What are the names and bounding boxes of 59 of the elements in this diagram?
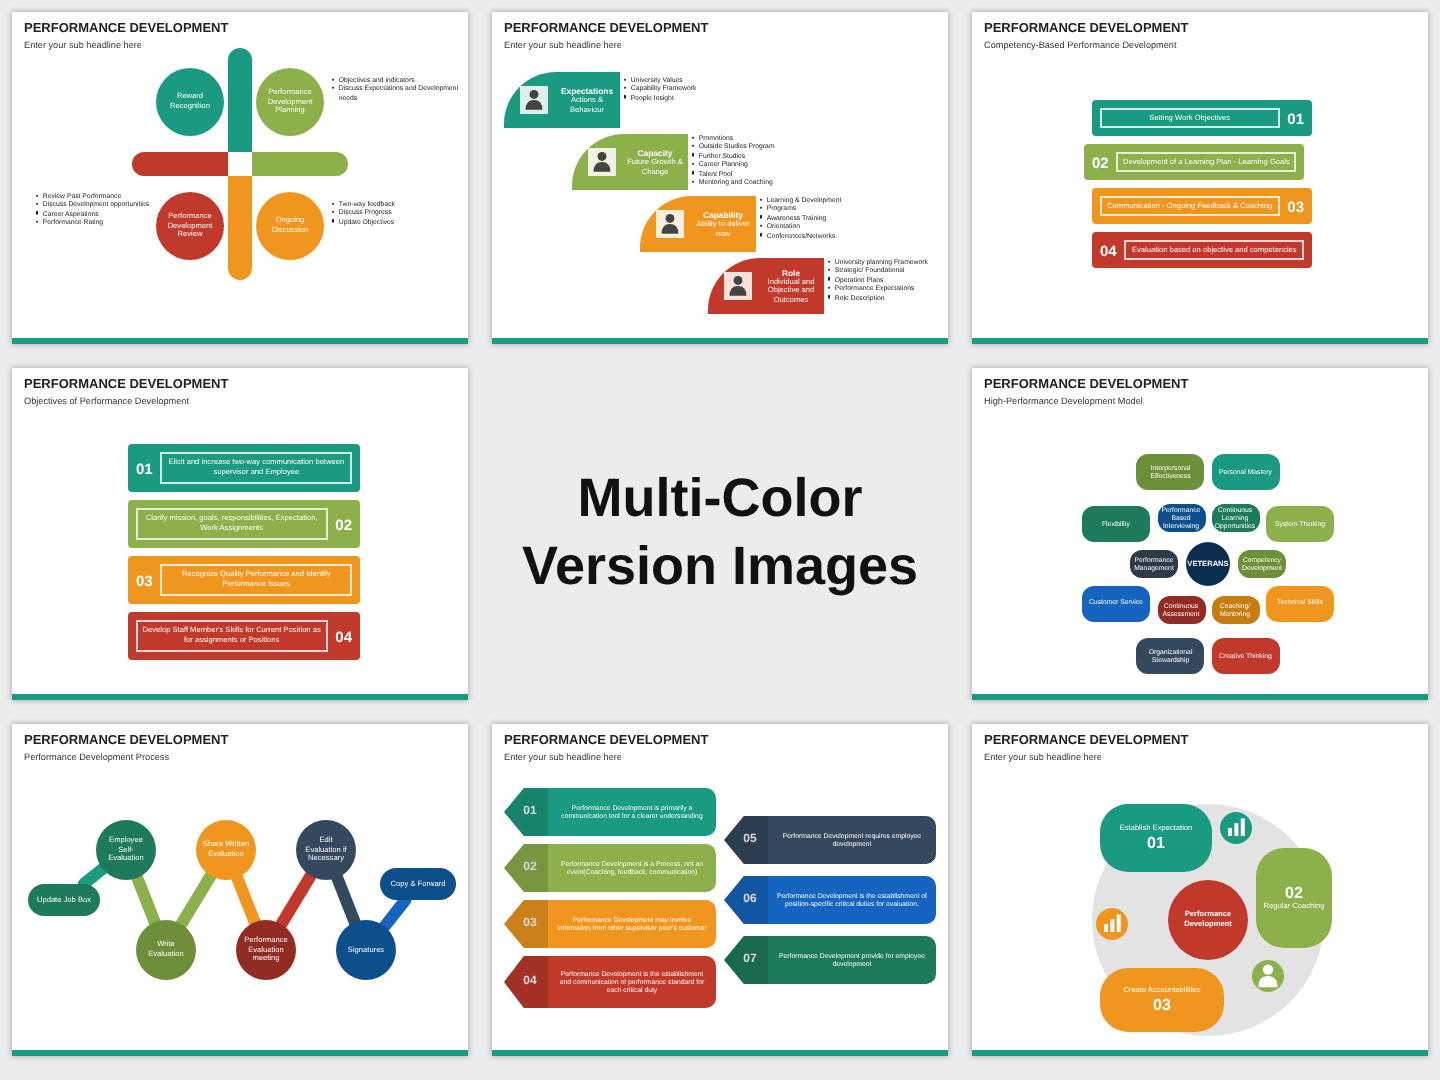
numbered-banner [1084,144,1304,180]
circle-node [236,920,296,980]
circle-node [296,820,356,880]
wheel-segment [1136,638,1205,675]
circle-node [156,68,224,136]
headline-text: Multi-Color Version Images [519,466,921,600]
slide-panel [12,12,468,344]
connector-band [378,894,412,933]
ring-segment [1100,968,1224,1032]
connector-band [77,862,109,890]
tab-shape [640,196,756,252]
wheel-segment [1211,596,1259,625]
slide-panel [492,724,948,1056]
center-circle [1186,542,1230,586]
connector-band [331,871,361,929]
wheel-segment [1211,453,1280,490]
tab-shape [708,258,824,314]
connector-band [131,871,161,929]
circle-node [196,820,256,880]
numbered-banner [1092,188,1312,224]
wheel-segment [1211,638,1280,675]
wheel-segment [1266,585,1335,622]
wheel-segment [1157,596,1205,625]
step-number: 03 [1153,995,1171,1014]
wheel-segment [1081,585,1150,622]
numbered-banner [1092,100,1312,136]
ring-segment [1256,848,1332,948]
slide-panel [972,724,1428,1056]
wheel-segment [1130,550,1178,578]
circle-node [336,920,396,980]
step-number: 01 [1147,833,1165,852]
pill-node [380,868,456,900]
tab-shape [572,134,688,190]
circle-node [156,192,224,260]
numbered-banner [1092,232,1312,268]
circle-node [256,192,324,260]
connector-band [231,871,261,929]
numbered-banner [128,444,360,492]
wheel-segment [1081,506,1150,543]
numbered-banner [128,500,360,548]
circle-node [256,68,324,136]
slide-panel [12,724,468,1056]
slide-panel [12,368,468,700]
wheel-segment [1136,453,1205,490]
slide-panel [972,368,1428,700]
step-number: 02 [1285,884,1303,903]
numbered-banner [128,556,360,604]
numbered-banner [128,612,360,660]
wheel-segment [1266,506,1335,543]
slide-panel [972,12,1428,344]
connector-band [275,869,317,931]
slide-panel [492,12,948,344]
wheel-segment [1238,550,1286,578]
circle-node [136,920,196,980]
tab-shape [504,72,620,128]
circle-node [96,820,156,880]
ring-segment [1100,804,1212,872]
pill-node [28,884,100,916]
connector-band [175,869,217,931]
